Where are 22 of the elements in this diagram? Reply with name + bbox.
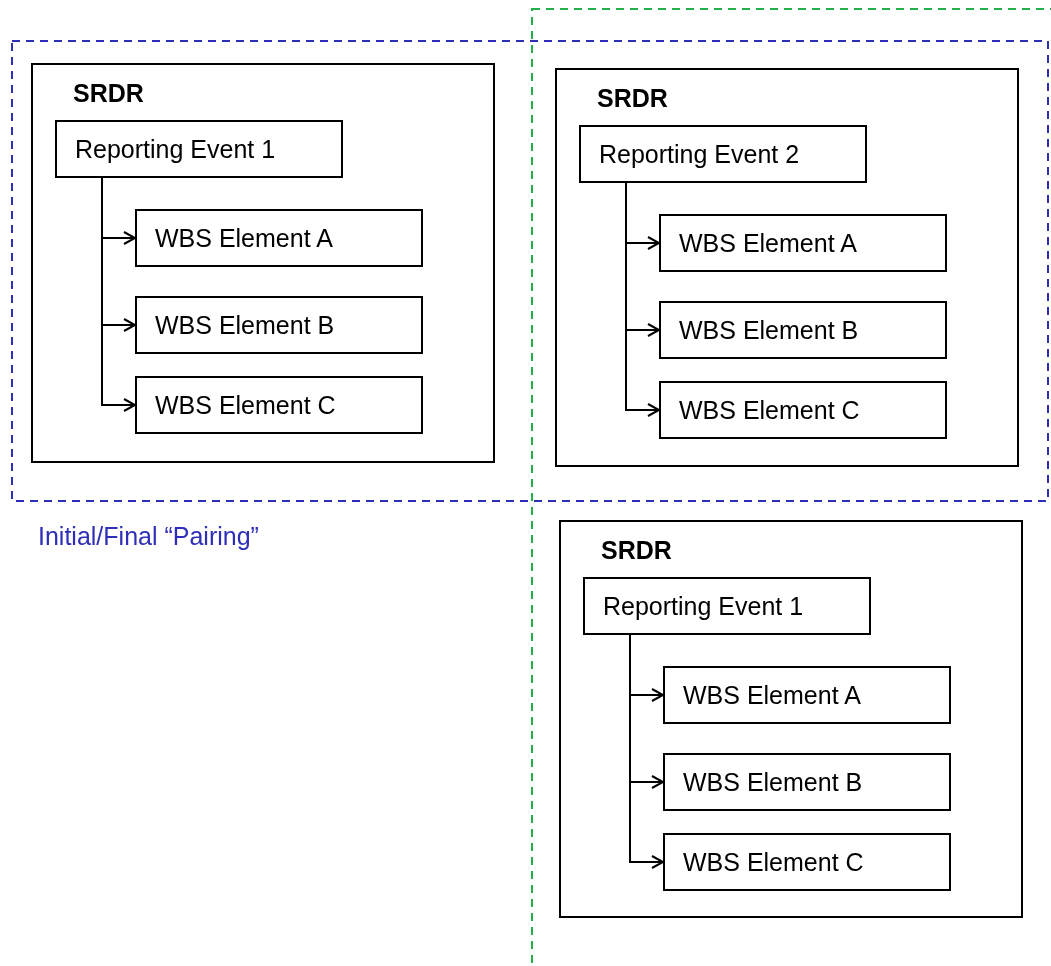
reporting-event-box: Reporting Event 1 — [55, 120, 343, 178]
wbs-element-box: WBS Element B — [659, 301, 947, 359]
wbs-element-box: WBS Element A — [135, 209, 423, 267]
container-heading: SRDR — [73, 79, 144, 108]
report-container-box — [559, 520, 1023, 918]
wbs-element-box: WBS Element C — [659, 381, 947, 439]
arrow — [625, 182, 660, 417]
wbs-element-box: WBS Element C — [135, 376, 423, 434]
wbs-element-box: WBS Element B — [663, 753, 951, 811]
reporting-event-box: Reporting Event 1 — [583, 577, 871, 635]
arrow — [629, 634, 664, 869]
wbs-element-box: WBS Element A — [659, 214, 947, 272]
wbs-element-box: WBS Element C — [663, 833, 951, 891]
container-heading: SRDR — [601, 536, 672, 565]
report-container-box — [555, 68, 1019, 467]
group-caption: Initial/Final “Pairing” — [38, 522, 259, 551]
wbs-element-box: WBS Element B — [135, 296, 423, 354]
arrow — [101, 177, 136, 412]
wbs-element-box: WBS Element A — [663, 666, 951, 724]
container-heading: SRDR — [597, 84, 668, 113]
report-container-box — [31, 63, 495, 463]
reporting-event-box: Reporting Event 2 — [579, 125, 867, 183]
